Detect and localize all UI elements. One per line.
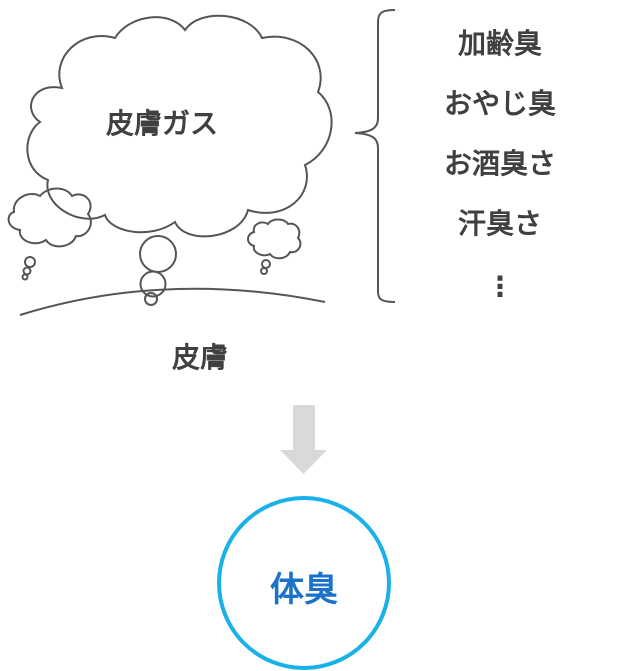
small-cloud-right-icon bbox=[247, 218, 302, 275]
odor-item-sweat: 汗臭さ bbox=[457, 207, 542, 240]
small-cloud-left-icon bbox=[7, 187, 92, 281]
body-odor-label: 体臭 bbox=[270, 570, 338, 610]
odor-item-alcohol: お酒臭さ bbox=[443, 147, 556, 180]
result-circle bbox=[217, 496, 391, 670]
odor-item-more: ⋮ bbox=[486, 270, 514, 303]
skin-surface-line bbox=[19, 287, 326, 316]
big-cloud-icon bbox=[26, 14, 333, 238]
odor-item-middle-age: おやじ臭 bbox=[443, 87, 556, 120]
curly-brace-icon bbox=[354, 9, 396, 303]
skin-label: 皮膚 bbox=[172, 341, 229, 374]
down-arrow-icon bbox=[280, 405, 327, 474]
skin-gas-label: 皮膚ガス bbox=[106, 107, 219, 140]
bubbles-icon bbox=[139, 235, 177, 306]
odor-item-aging: 加齢臭 bbox=[457, 27, 542, 60]
